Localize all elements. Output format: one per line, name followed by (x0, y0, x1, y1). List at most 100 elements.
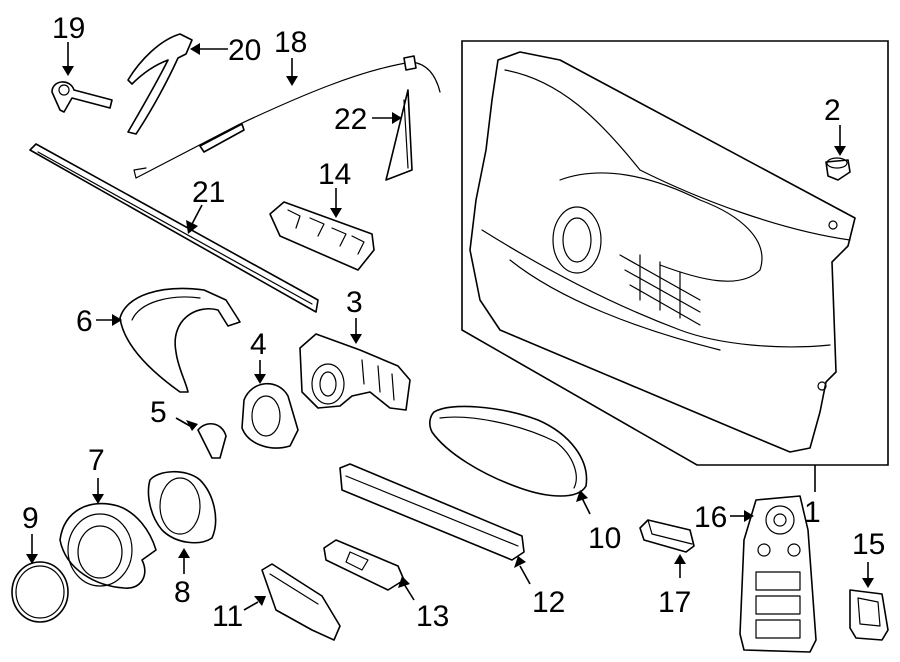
trim-cover-shape (119, 287, 241, 393)
callout-11: 11 (212, 600, 243, 633)
callout-3: 3 (346, 286, 363, 319)
callout-14: 14 (318, 158, 351, 191)
master-switch-mirror-knob-inner (773, 513, 787, 527)
part-18-cable (133, 55, 441, 179)
callout-7: 7 (88, 444, 105, 477)
part-17-small-switch (639, 519, 695, 553)
callout-17-arrowhead (674, 554, 686, 564)
callout-7-arrowhead (92, 494, 104, 504)
speaker-grille-ring (67, 513, 133, 587)
speaker-ring-shape (147, 470, 217, 544)
part-2-clip (825, 157, 851, 181)
mechanism-bracket (361, 359, 395, 401)
callout-15-arrowhead (862, 578, 874, 588)
callout-8: 8 (174, 576, 191, 609)
door-panel-pocket-contour (509, 259, 721, 351)
part-8-speaker-ring (147, 470, 217, 544)
callout-5-leader (175, 417, 191, 427)
cable-end-fitting (403, 55, 417, 71)
armrest-strip-shape (339, 463, 525, 561)
part-10-gasket (429, 405, 588, 497)
part-22-triangle-trim (385, 89, 413, 181)
part-1-door-trim-panel (461, 40, 889, 466)
callout-3-arrowhead (350, 334, 362, 344)
door-panel-lower-hole (817, 381, 827, 391)
cable-sleeve (199, 123, 245, 153)
callout-21: 21 (192, 176, 225, 209)
small-switch-top (647, 519, 693, 545)
handle-bezel-shape (241, 382, 299, 449)
single-switch-button (857, 597, 881, 627)
callout-21-arrowhead (186, 220, 198, 234)
part-20-curved-rod (127, 33, 193, 135)
master-switch-button-left (757, 543, 771, 557)
callout-15: 15 (852, 528, 885, 561)
cable-line (135, 61, 441, 179)
callout-10-arrowhead (576, 490, 588, 502)
callout-20: 20 (228, 34, 261, 67)
armrest-strip-ridge (345, 475, 519, 547)
part-3-handle-mechanism (299, 333, 411, 411)
callout-1: 1 (804, 496, 821, 529)
callout-19: 19 (52, 12, 85, 45)
speaker-grille-shape (59, 502, 157, 589)
speaker-ring-opening (159, 477, 201, 535)
callout-10-leader (581, 497, 591, 515)
callout-9: 9 (22, 502, 39, 535)
door-panel-upper-contour (504, 69, 851, 241)
lower-trim-edge (269, 573, 319, 605)
callout-16-arrowhead (744, 510, 754, 522)
part-12-armrest-strip (339, 463, 525, 561)
callout-21-leader (191, 204, 203, 225)
clip-head (826, 157, 848, 169)
callout-10: 10 (588, 522, 621, 555)
mechanism-body (299, 333, 411, 411)
clip-body (825, 159, 851, 181)
part-6-trim-cover (119, 287, 241, 393)
trim-cover-inner-curve (131, 296, 201, 321)
master-switch-window-button-3 (755, 619, 801, 639)
switch-bezel-13-button (345, 551, 369, 571)
door-panel-speaker-opening-inner (562, 217, 592, 263)
part-7-speaker-grille (59, 502, 157, 589)
door-panel-speaker-opening (552, 206, 602, 274)
curved-rod-shape (127, 33, 193, 135)
gasket-inner-line (439, 416, 577, 489)
master-switch-button-right (787, 543, 801, 557)
part-4-handle-bezel (241, 382, 299, 449)
callout-4-arrowhead (254, 374, 266, 384)
small-switch-shape (639, 519, 695, 553)
callout-6-arrowhead (112, 314, 122, 326)
callout-5: 5 (150, 396, 167, 429)
callout-17: 17 (658, 586, 691, 619)
door-panel-armrest-contour (481, 229, 831, 348)
cap-shape (197, 423, 227, 459)
hook-rod-eye (58, 84, 70, 96)
part-11-lower-trim (261, 563, 341, 641)
callout-8-arrowhead (178, 548, 190, 558)
part-19-hook-rod (51, 81, 113, 113)
callout-9-arrowhead (26, 554, 38, 564)
part-13-switch-bezel (323, 539, 405, 591)
master-switch-window-button-1 (755, 571, 801, 591)
callout-12: 12 (532, 586, 565, 619)
door-panel-handle-recess (559, 172, 763, 282)
callout-2-arrowhead (834, 146, 846, 156)
callout-22: 22 (334, 103, 367, 136)
door-panel-grid (619, 254, 701, 326)
callout-11-leader (243, 601, 259, 611)
door-panel-mount-hole (828, 220, 838, 230)
callout-12-leader (519, 565, 531, 585)
callout-5-arrowhead (186, 420, 198, 431)
handle-bezel-opening (251, 395, 281, 437)
switch-bezel-slots (287, 209, 365, 255)
callout-11-arrowhead (254, 596, 266, 606)
lower-trim-shape (261, 563, 341, 641)
mechanism-ring (311, 363, 345, 405)
triangle-trim-edge (403, 99, 409, 169)
master-switch-window-button-2 (755, 595, 801, 615)
mechanism-ring-inner (319, 371, 337, 397)
part-15-single-switch (849, 589, 889, 641)
seal-ring-inner (15, 565, 65, 619)
